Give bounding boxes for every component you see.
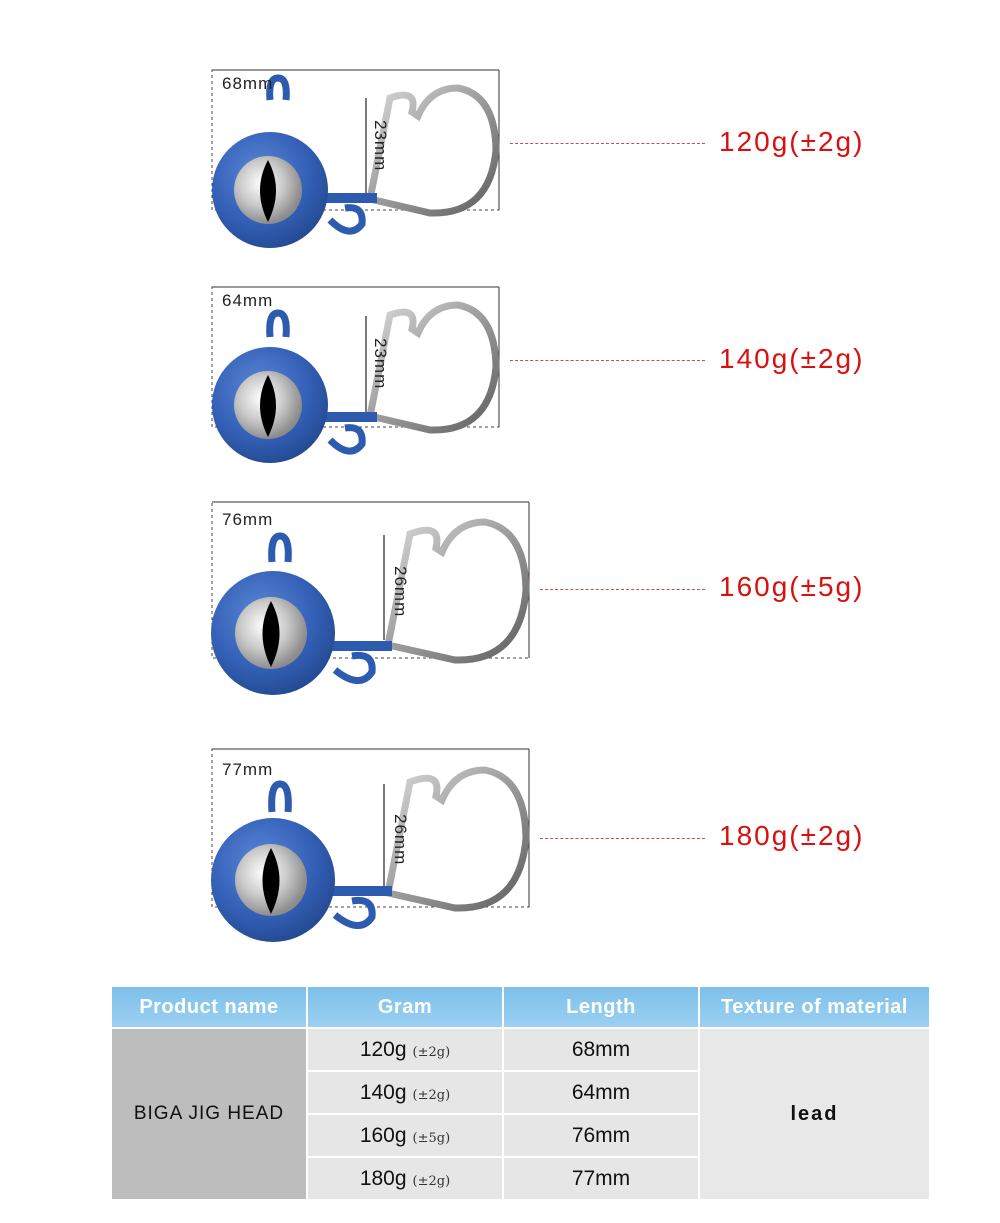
table-row: 180g(±2g) 77mm [112,1158,929,1199]
length-cell: 68mm [504,1029,698,1070]
length-label: 77mm [222,760,274,779]
table-header-row: Product name Gram Length Texture of mate… [112,987,929,1027]
product-4: 77mm 26mm 180g(±2g) [211,748,865,942]
table-row: BIGA JIG HEAD 120g(±2g) 68mm lead [112,1029,929,1199]
hook-gap-label: 26mm [391,814,410,866]
dashed-leader [540,589,705,590]
material-cell: lead [700,1029,929,1199]
length-label: 76mm [222,510,274,529]
length-label: 64mm [222,291,274,310]
dashed-leader [510,143,705,144]
length-cell: 64mm [504,1072,698,1113]
table-row: 160g(±5g) 76mm [112,1115,929,1156]
weight-label: 160g(±5g) [719,571,865,602]
product-name-cell: BIGA JIG HEAD [112,1029,306,1199]
weight-label: 140g(±2g) [719,343,865,374]
dashed-leader [510,360,705,361]
header-gram: Gram [308,987,502,1027]
jig-head-illustration [211,69,500,248]
header-material: Texture of material [700,987,929,1027]
assist-ring [327,204,366,235]
jig-head-illustration [211,501,530,695]
length-cell: 76mm [504,1115,698,1156]
product-2: 64mm 23mm 140g(±2g) [0,0,1000,500]
gram-cell: 180g(±2g) [308,1158,502,1199]
product-3: 76mm 26mm 160g(±5g) [211,501,865,695]
gram-cell: 160g(±5g) [308,1115,502,1156]
jig-head-illustration [211,286,500,463]
weight-label: 120g(±2g) [719,126,865,157]
shank [325,193,377,203]
weight-label: 180g(±2g) [719,820,865,851]
header-product-name: Product name [112,987,306,1027]
hook [365,84,500,217]
pupil [260,160,276,222]
dashed-leader [540,838,705,839]
product-1: 68mm 23mm 120g(±2g) [0,0,1000,270]
length-cell: 77mm [504,1158,698,1199]
line-tie [266,74,290,101]
length-label: 68mm [222,74,274,93]
gram-cell: 140g(±2g) [308,1072,502,1113]
table-row: 140g(±2g) 64mm [112,1072,929,1113]
spec-table: Product name Gram Length Texture of mate… [110,985,931,1201]
gram-cell: 120g(±2g) [308,1029,502,1070]
jig-head-illustration [211,748,530,942]
header-length: Length [504,987,698,1027]
